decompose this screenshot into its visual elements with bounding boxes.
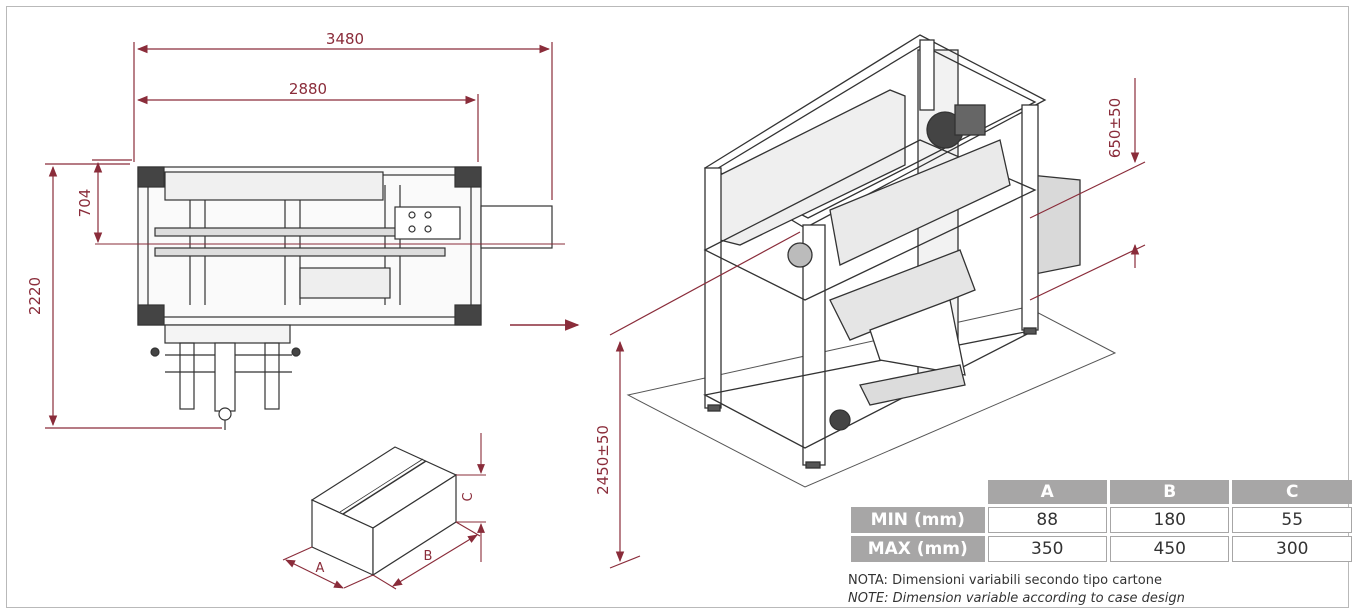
note-english: NOTE: Dimension variable according to ca…	[848, 591, 1185, 606]
case-label-b: B	[424, 549, 433, 564]
case-dimensions	[282, 433, 486, 590]
dim-width-frame: 2880	[289, 80, 327, 98]
min-c-value: 55	[1232, 507, 1352, 533]
note-italian: NOTA: Dimensioni variabili secondo tipo …	[848, 573, 1162, 588]
dim-depth-offset: 704	[76, 189, 94, 218]
table-header-row: A B C	[851, 480, 1352, 504]
row-label-max: MAX (mm)	[851, 536, 985, 562]
column-header-c: C	[1232, 480, 1352, 504]
dim-top-clearance: 650±50	[1106, 98, 1124, 158]
case-label-c: C	[461, 492, 476, 501]
column-header-b: B	[1109, 480, 1230, 504]
case-size-table: A B C MIN (mm) 88 180 55 MAX (mm) 350 45…	[848, 477, 1355, 565]
drawing-frame	[6, 6, 1349, 608]
max-c-value: 300	[1232, 536, 1352, 562]
min-b-value: 180	[1109, 507, 1230, 533]
top-view-plan	[95, 166, 565, 430]
case-box	[310, 446, 458, 577]
dim-working-height: 2450±50	[594, 425, 612, 495]
case-label-a: A	[316, 561, 325, 576]
dim-depth-total: 2220	[26, 277, 44, 315]
table-row: MAX (mm) 350 450 300	[851, 536, 1352, 562]
max-b-value: 450	[1109, 536, 1230, 562]
table-row: MIN (mm) 88 180 55	[851, 507, 1352, 533]
isometric-dimensions	[609, 78, 1146, 569]
dim-width-total: 3480	[326, 30, 364, 48]
column-header-a: A	[987, 480, 1107, 504]
isometric-machine	[626, 34, 1117, 488]
row-label-min: MIN (mm)	[851, 507, 985, 533]
max-a-value: 350	[987, 536, 1107, 562]
top-view-dimensions	[45, 42, 580, 429]
min-a-value: 88	[987, 507, 1107, 533]
